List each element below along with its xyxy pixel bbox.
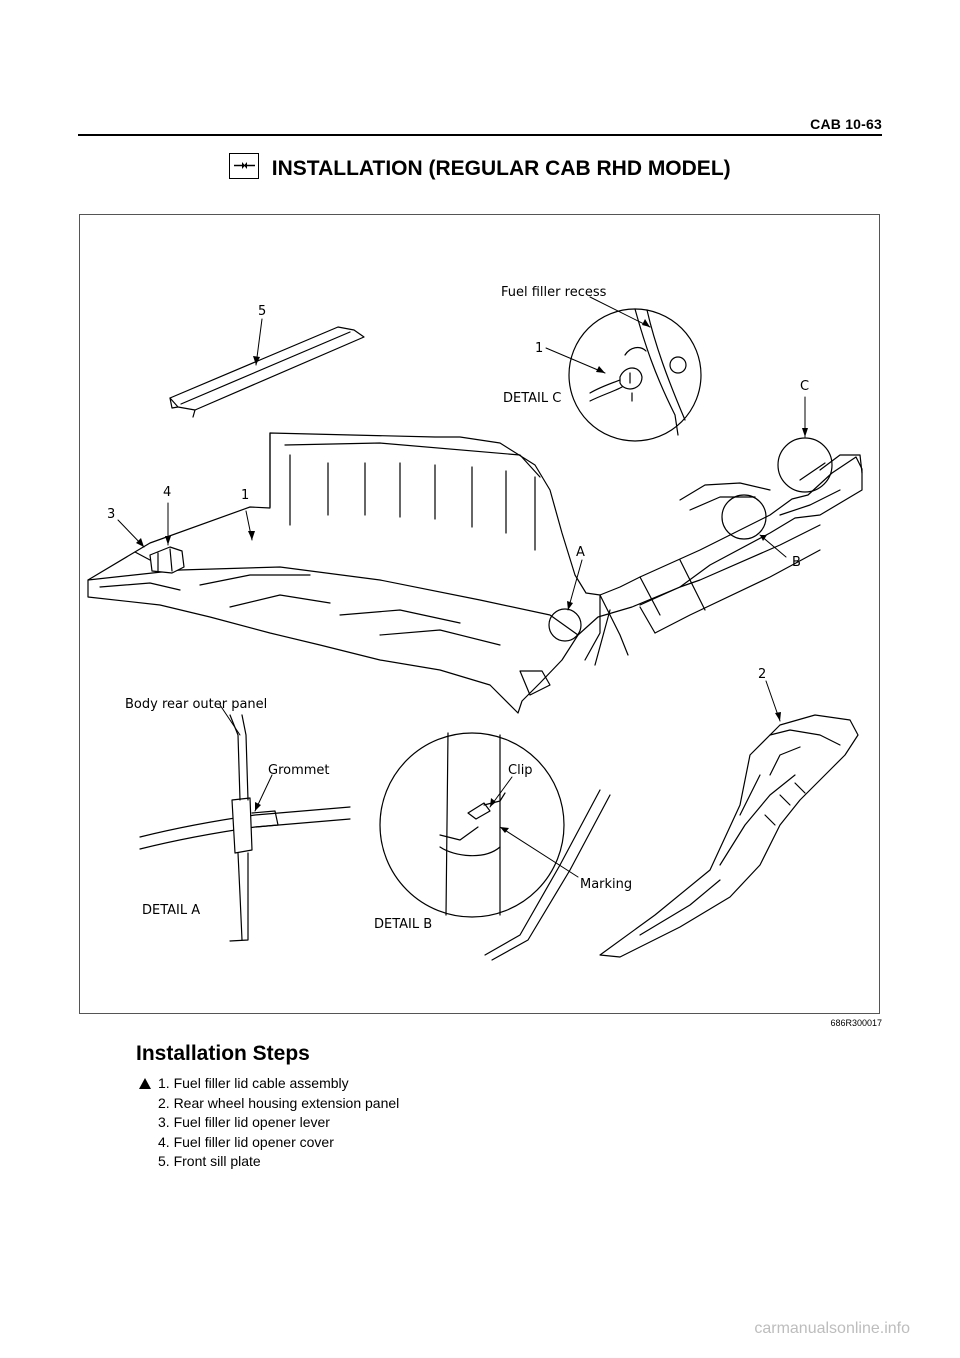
label-detail-a: DETAIL A: [142, 903, 201, 918]
installation-steps-list: 1. Fuel filler lid cable assembly 2. Rea…: [136, 1074, 399, 1172]
label-callout-5: 5: [258, 304, 267, 319]
header-divider: [78, 134, 882, 136]
step-item: 2. Rear wheel housing extension panel: [136, 1094, 399, 1114]
label-detail-b: DETAIL B: [374, 917, 433, 932]
label-clip: Clip: [508, 763, 533, 778]
label-callout-c: C: [800, 379, 810, 394]
label-callout-4: 4: [163, 485, 172, 500]
detail-c-circle-drawing: [568, 308, 702, 442]
leader-arrowheads: [136, 319, 808, 833]
label-marking: Marking: [580, 877, 633, 892]
triangle-icon: [139, 1078, 151, 1089]
step-item: 4. Fuel filler lid opener cover: [136, 1133, 399, 1153]
callout-a-circle: [548, 608, 582, 642]
step-item: 5. Front sill plate: [136, 1152, 399, 1172]
installation-steps-heading: Installation Steps: [136, 1042, 310, 1065]
opener-lever-drawing: [134, 546, 185, 574]
page-title-text: INSTALLATION (REGULAR CAB RHD MODEL): [271, 157, 731, 180]
callout-b-circle: [721, 494, 767, 540]
label-fuel-filler-recess: Fuel filler recess: [501, 285, 607, 300]
label-callout-3: 3: [107, 507, 116, 522]
callout-c-circle: [777, 437, 833, 493]
page-section-header: CAB 10-63: [810, 116, 882, 132]
diagram-artwork: [87, 296, 863, 961]
label-body-rear-outer-panel: Body rear outer panel: [125, 697, 268, 712]
wheel-housing-panel-drawing: [599, 714, 859, 958]
detail-a-drawing: [139, 714, 351, 942]
watermark: carmanualsonline.info: [754, 1320, 910, 1337]
label-detail-c: DETAIL C: [503, 391, 562, 406]
step-text: 5. Front sill plate: [158, 1153, 261, 1169]
step-text: 4. Fuel filler lid opener cover: [158, 1133, 334, 1150]
figure-number: 686R300017: [830, 1018, 882, 1028]
installation-diagram: Fuel filler recess 1 DETAIL C C 5 4 1 3 …: [79, 214, 880, 1014]
front-sill-plate-drawing: [169, 326, 365, 418]
detail-b-circle-drawing: [379, 732, 611, 961]
leader-lines: [117, 296, 806, 878]
label-callout-2: 2: [758, 667, 767, 682]
label-callout-1-main: 1: [241, 488, 250, 503]
label-callout-a: A: [576, 545, 585, 560]
label-grommet: Grommet: [268, 763, 330, 778]
install-arrows-icon: [229, 153, 260, 179]
page-title: INSTALLATION (REGULAR CAB RHD MODEL): [0, 153, 960, 182]
label-callout-b: B: [792, 555, 801, 570]
step-text: 2. Rear wheel housing extension panel: [158, 1094, 400, 1111]
step-text: 1. Fuel filler lid cable assembly: [158, 1075, 349, 1091]
step-item: 3. Fuel filler lid opener lever: [136, 1113, 399, 1133]
label-callout-1-detail: 1: [535, 341, 544, 356]
step-item: 1. Fuel filler lid cable assembly: [136, 1074, 399, 1094]
step-text: 3. Fuel filler lid opener lever: [158, 1114, 330, 1130]
cab-floor-drawing: [87, 432, 863, 714]
